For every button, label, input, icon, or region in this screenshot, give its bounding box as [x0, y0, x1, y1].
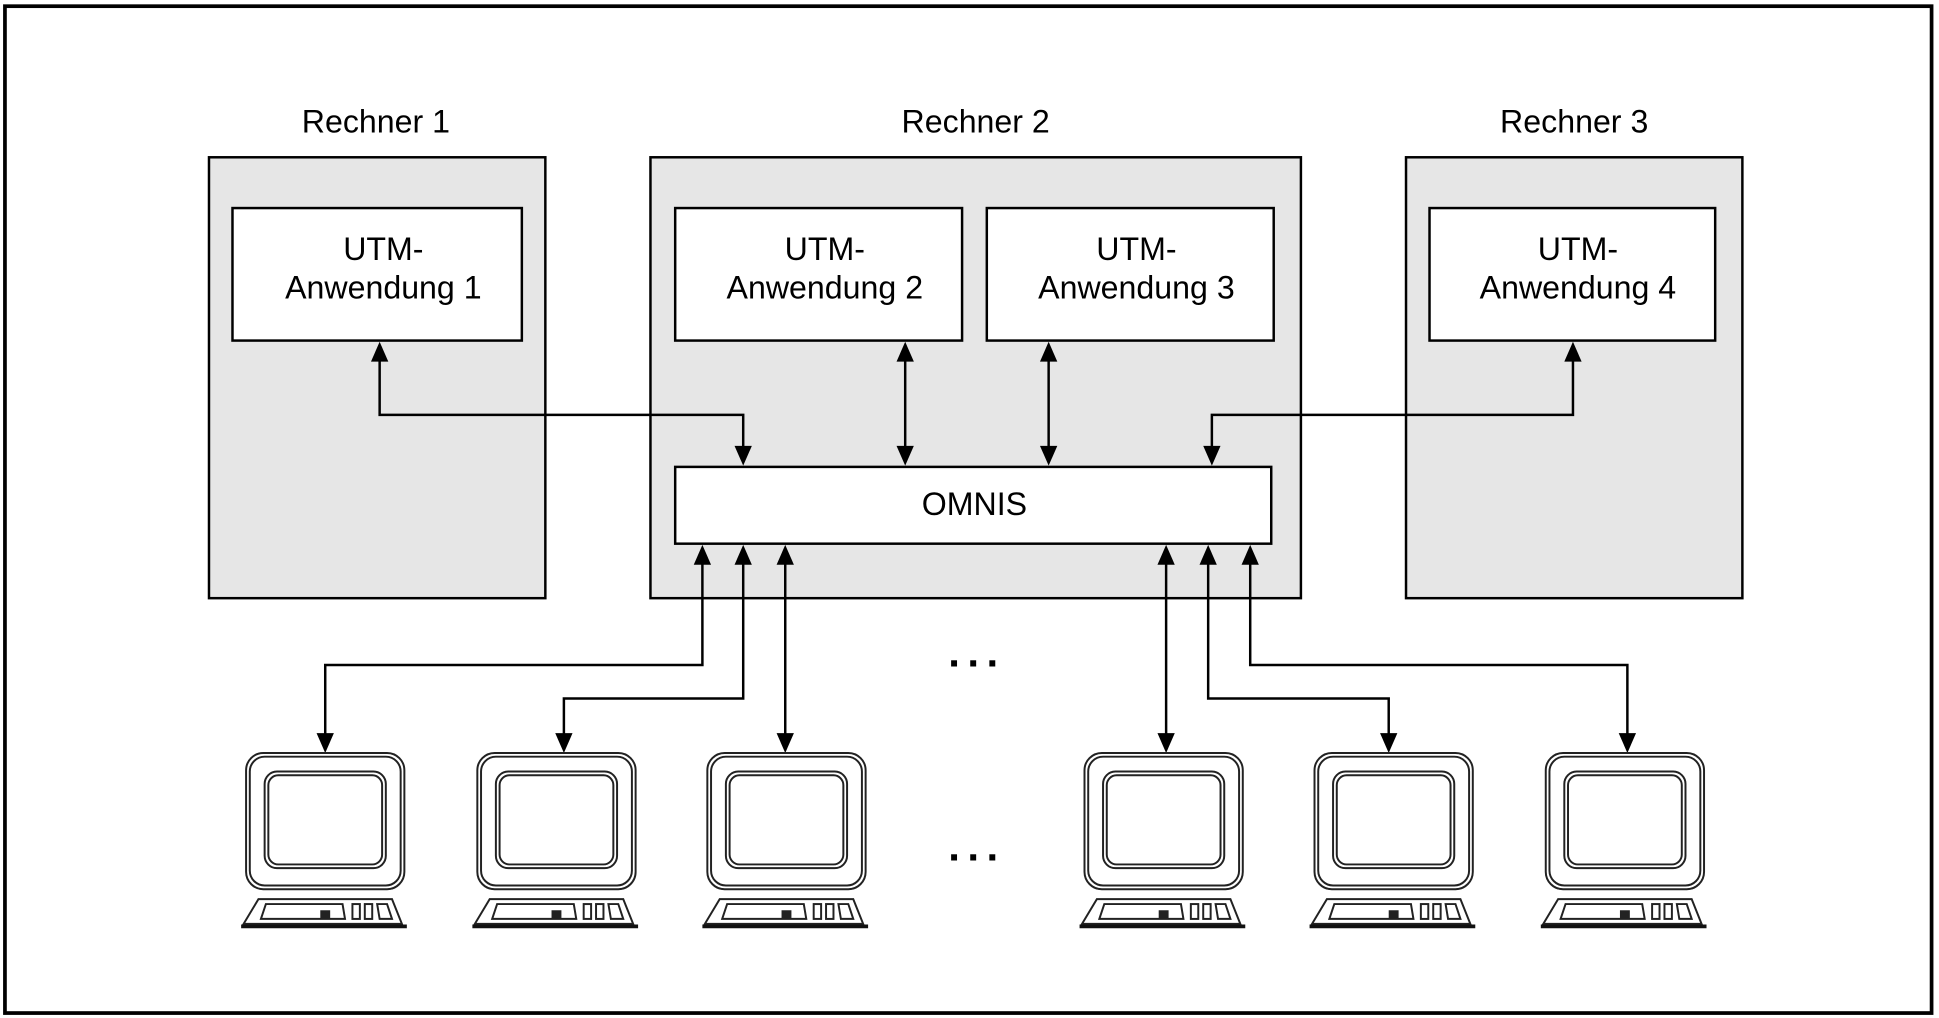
arrowhead-up-icon: [776, 544, 794, 565]
arrowhead-down-icon: [555, 733, 573, 753]
arrowhead-down-icon: [1157, 733, 1175, 753]
utm-application-2[interactable]: [673, 206, 964, 342]
connector-omnis-terminal-6: [1248, 563, 1629, 736]
arrowhead-down-icon: [734, 445, 752, 466]
arrowhead-up-icon: [693, 544, 712, 565]
app-label-line2: Anwendung 4: [1480, 269, 1677, 305]
ellipsis-connections: ...: [948, 628, 1005, 675]
utm-application-4[interactable]: [1428, 206, 1717, 342]
arrowhead-up-icon: [896, 341, 914, 362]
host-rechner-2: Rechner 2 UTM- Anwendung 2 UTM- Anwendun…: [649, 103, 1303, 600]
utm-application-3[interactable]: [985, 206, 1275, 342]
ellipsis-terminals: ...: [948, 823, 1005, 870]
arrowhead-up-icon: [734, 544, 752, 565]
app-label-line2: Anwendung 2: [727, 269, 924, 305]
arrowhead-down-icon: [316, 733, 334, 753]
host-label: Rechner 1: [302, 103, 450, 139]
utm-application-1[interactable]: [231, 206, 524, 342]
arrowhead-down-icon: [1039, 445, 1058, 466]
connector-app4-omnis: [1210, 359, 1575, 449]
arrowhead-down-icon: [896, 445, 914, 466]
host-label: Rechner 2: [902, 103, 1050, 139]
app-label-line2: Anwendung 1: [285, 269, 482, 305]
arrowhead-down-icon: [1618, 733, 1637, 753]
arrowhead-up-icon: [1157, 544, 1175, 565]
app-label-line1: UTM-: [1096, 231, 1176, 267]
connectors: [316, 341, 1637, 753]
host-label: Rechner 3: [1500, 103, 1648, 139]
app-label-line1: UTM-: [785, 231, 865, 267]
arrowhead-up-icon: [1241, 544, 1259, 565]
host-rechner-1: Rechner 1 UTM- Anwendung 1: [207, 103, 547, 600]
connector-omnis-terminal-5: [1206, 563, 1390, 736]
arrowhead-up-icon: [1564, 341, 1582, 362]
app-label-line1: UTM-: [343, 231, 423, 267]
arrowhead-up-icon: [1199, 544, 1217, 565]
connector-omnis-terminal-1: [323, 563, 704, 736]
arrowhead-down-icon: [1203, 445, 1221, 466]
omnis-box[interactable]: [673, 465, 1273, 545]
arrowhead-up-icon: [370, 341, 389, 362]
arrowhead-up-icon: [1039, 341, 1058, 362]
omnis-label: OMNIS: [922, 486, 1027, 522]
connector-omnis-terminal-2: [562, 563, 745, 736]
arrowhead-down-icon: [1380, 733, 1398, 753]
app-label-line2: Anwendung 3: [1038, 269, 1235, 305]
app-label-line1: UTM-: [1538, 231, 1618, 267]
connector-app1-omnis: [378, 359, 745, 449]
arrowhead-down-icon: [776, 733, 794, 753]
